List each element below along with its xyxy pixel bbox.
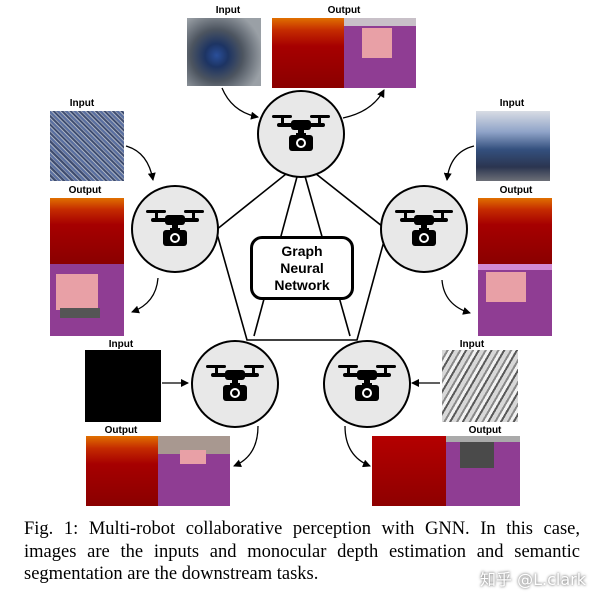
pentagon-outline [215, 160, 388, 341]
arrow-top-in [221, 87, 259, 120]
watermark: 知乎 @L.clark [480, 570, 586, 589]
figure: Graph Neural Network Input Output Input … [50, 5, 552, 506]
graph-edges [125, 87, 475, 468]
top-input-label: Input [215, 5, 241, 16]
bottom-left-input-image [85, 350, 161, 422]
bottom-left-input-label: Input [108, 339, 134, 350]
right-input-image [476, 111, 550, 181]
drone-icon [206, 365, 264, 401]
drone-node-top [257, 90, 345, 178]
arrow-right-in [443, 145, 475, 181]
right-segmentation-image [478, 264, 552, 336]
right-depth-image [478, 198, 552, 264]
gnn-line-2: Neural [280, 259, 324, 276]
bottom-right-depth-image [372, 436, 446, 506]
drone-node-right [380, 185, 468, 273]
arrow-left-out [131, 277, 159, 314]
drone-icon [338, 365, 396, 401]
bottom-left-depth-image [86, 436, 158, 506]
bottom-right-segmentation-image [446, 436, 520, 506]
right-input-label: Input [499, 98, 525, 109]
right-output-label: Output [499, 185, 533, 196]
top-input-image [187, 18, 261, 86]
bottom-right-input-label: Input [459, 339, 485, 350]
drone-node-bottom-right [323, 340, 411, 428]
drone-node-bottom-left [191, 340, 279, 428]
arrow-bottom-right-out [344, 425, 371, 468]
top-segmentation-image [344, 18, 416, 88]
arrow-bottom-left-out [233, 425, 259, 467]
arrow-left-in [125, 145, 156, 181]
gnn-line-1: Graph [281, 242, 323, 259]
bottom-right-output-label: Output [468, 425, 502, 436]
arrow-right-out [441, 279, 471, 315]
bottom-right-input-image [442, 350, 518, 422]
arrow-top-out [342, 89, 385, 119]
gnn-box: Graph Neural Network [250, 236, 354, 300]
drone-icon [272, 115, 330, 151]
left-segmentation-image [50, 264, 124, 336]
left-depth-image [50, 198, 124, 264]
bottom-left-output-label: Output [104, 425, 138, 436]
left-input-image [50, 111, 124, 181]
left-input-label: Input [69, 98, 95, 109]
gnn-line-3: Network [274, 276, 330, 293]
top-output-label: Output [327, 5, 361, 16]
drone-icon [395, 210, 453, 246]
drone-node-left [131, 185, 219, 273]
top-depth-image [272, 18, 344, 88]
figure-caption: Fig. 1: Multi-robot collaborative percep… [24, 519, 580, 584]
left-output-label: Output [68, 185, 102, 196]
drone-icon [146, 210, 204, 246]
bottom-left-segmentation-image [158, 436, 230, 506]
